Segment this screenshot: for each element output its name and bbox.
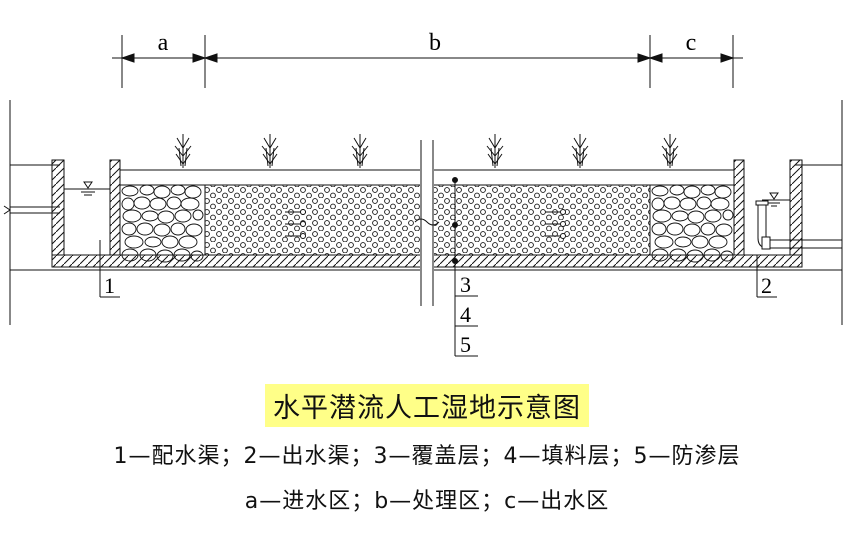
callout-2-leader xyxy=(756,255,777,298)
legend-line-2: a—进水区；b—处理区；c—出水区 xyxy=(244,489,610,514)
zone-a-label: a xyxy=(158,30,169,56)
flow-arrows xyxy=(285,209,566,239)
inlet-gravel-zone xyxy=(119,184,206,263)
zone-c-label: c xyxy=(686,30,697,56)
outlet-pipe xyxy=(755,200,842,250)
layer-leader xyxy=(452,177,478,357)
dimension-lines xyxy=(112,35,743,88)
zone-b-label: b xyxy=(429,30,441,56)
callout-4: 4 xyxy=(460,302,471,327)
wetland-cross-section-diagram: a b c xyxy=(3,30,843,357)
break-line xyxy=(414,140,440,306)
inlet-water-level-icon xyxy=(64,181,110,196)
callout-2: 2 xyxy=(761,273,772,298)
callout-1-leader xyxy=(99,240,120,298)
callout-5: 5 xyxy=(460,332,471,357)
callout-3: 3 xyxy=(460,272,471,297)
callout-1: 1 xyxy=(104,273,115,298)
outlet-gravel-zone xyxy=(649,184,735,263)
outlet-water-level-icon xyxy=(762,192,790,207)
title-container: 水平潜流人工湿地示意图 xyxy=(0,384,854,427)
legend-line-1: 1—配水渠；2—出水渠；3—覆盖层；4—填料层；5—防渗层 xyxy=(113,444,741,469)
diagram-title: 水平潜流人工湿地示意图 xyxy=(265,384,589,427)
